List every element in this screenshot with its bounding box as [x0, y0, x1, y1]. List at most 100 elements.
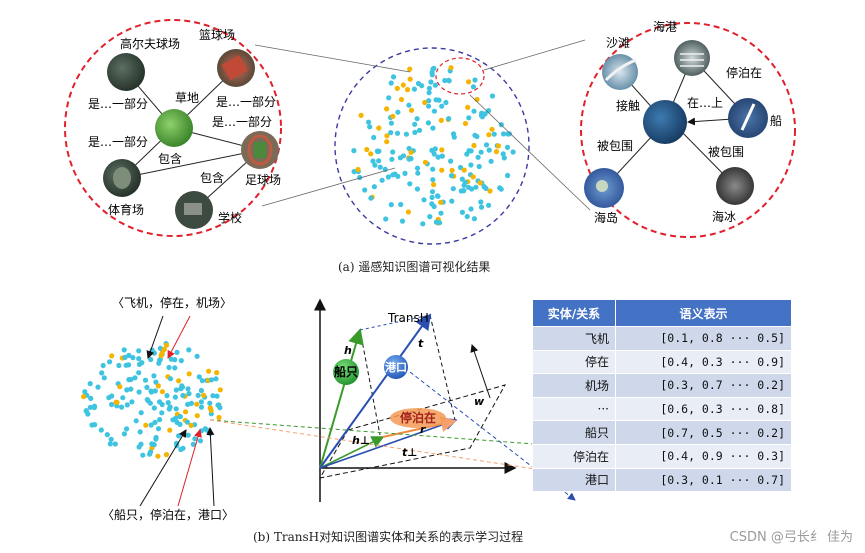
scatter-dot-cyan: [501, 155, 507, 161]
scatter-dot-cyan: [420, 221, 426, 227]
pointer-ship-2: [177, 429, 202, 507]
scatter-dot-cyan: [107, 441, 113, 447]
label-beach: 沙滩: [606, 36, 630, 50]
watermark: CSDN @弓长纟 佳为: [729, 530, 853, 545]
scatter-dot-yellow: [486, 132, 492, 138]
scatter-dot-cyan: [153, 434, 159, 441]
scatter-dot-cyan: [167, 404, 173, 410]
label-grass: 草地: [175, 91, 199, 105]
scatter-dot-cyan: [498, 186, 504, 192]
scatter-dot-yellow: [438, 117, 444, 123]
table-row: 飞机[0.1, 0.8 ··· 0.5]: [532, 326, 792, 351]
connector-left-bottom: [261, 167, 396, 207]
scatter-dot-yellow: [208, 407, 214, 413]
edge-stadium-football: [121, 149, 261, 179]
scatter-dot-cyan: [116, 362, 122, 369]
label-r: r: [420, 423, 426, 436]
scatter-dot-cyan: [137, 429, 143, 435]
sea-node: [643, 100, 687, 144]
scatter-dot-yellow: [394, 85, 400, 91]
scatter-dot-cyan: [159, 401, 165, 408]
scatter-dot-yellow: [109, 353, 115, 359]
scatter-dot-cyan: [367, 124, 373, 130]
scatter-dot-cyan: [208, 377, 215, 383]
left-knowledge-graph: 高尔夫球场 篮球场 草地 是…一部分 是…一部分 是…一部分 是…一部分 包含 …: [64, 19, 282, 237]
scatter-dot-cyan: [207, 400, 213, 406]
right-knowledge-graph: 沙滩 海港 停泊在 接触 在…上 船 被包围 被包围 海岛 海冰: [580, 19, 796, 238]
scatter-dot-cyan: [180, 392, 186, 399]
scatter-dot-yellow: [216, 414, 222, 421]
entity-port-label: 港口: [385, 360, 407, 374]
table-cell-entity: 飞机: [532, 326, 616, 351]
scatter-dot-cyan: [107, 359, 113, 365]
scatter-dot-yellow: [376, 125, 382, 131]
scatter-dot-cyan: [479, 110, 485, 116]
scatter-dot-cyan: [109, 401, 115, 408]
label-part2: 是…一部分: [216, 94, 276, 109]
scatter-dot-cyan: [108, 436, 114, 442]
scatter-dot-cyan: [414, 186, 420, 192]
scatter-dot-cyan: [91, 403, 98, 409]
scatter-dot-cyan: [198, 404, 205, 410]
vector-t: [319, 313, 432, 469]
label-part3: 是…一部分: [88, 134, 148, 149]
scatter-dot-cyan: [377, 164, 383, 170]
scatter-dot-yellow: [188, 422, 194, 428]
scatter-dot-cyan: [478, 149, 484, 155]
scatter-dot-cyan: [462, 179, 468, 185]
scatter-dot-cyan: [390, 74, 397, 80]
embedding-scatter: 〈飞机，停在，机场〉 〈船只，停泊在，港口〉: [81, 295, 234, 522]
scatter-dot-cyan: [186, 347, 192, 353]
table-row: ···[0.6, 0.3 ··· 0.8]: [532, 396, 792, 422]
scatter-dot-cyan: [121, 347, 127, 353]
label-ship: 船: [770, 114, 782, 128]
scatter-dot-cyan: [148, 422, 154, 428]
scatter-dot-cyan: [129, 399, 135, 405]
proj-t: [429, 314, 456, 421]
table-header-entity: 实体/关系: [532, 299, 616, 327]
scatter-dot-cyan: [473, 184, 479, 190]
scatter-dot-yellow: [407, 66, 413, 72]
scatter-dot-cyan: [173, 387, 179, 393]
scatter-dot-cyan: [351, 148, 357, 154]
scatter-dot-yellow: [408, 107, 415, 113]
scatter-dot-cyan: [430, 177, 436, 183]
scatter-dot-cyan: [119, 404, 125, 410]
pointer-ship-3: [206, 427, 215, 507]
scatter-dot-cyan: [174, 419, 180, 425]
scatter-dot-cyan: [148, 388, 154, 394]
scatter-dot-cyan: [483, 142, 490, 148]
harbor-piers: [680, 53, 704, 67]
scatter-dot-cyan: [488, 158, 494, 164]
scatter-dot-yellow: [384, 133, 390, 139]
scatter-dot-cyan: [483, 185, 489, 191]
scatter-dot-cyan: [429, 189, 436, 195]
scatter-dot-cyan: [472, 77, 478, 83]
label-part1: 是…一部分: [88, 96, 148, 111]
table-row: 船只[0.7, 0.5 ··· 0.2]: [532, 420, 792, 445]
label-t-perp: t⊥: [402, 446, 417, 459]
label-contain1: 包含: [158, 151, 182, 166]
scatter-dot-cyan: [504, 144, 511, 150]
center-dots: [351, 65, 516, 227]
scatter-dot-cyan: [427, 214, 433, 220]
scatter-dot-cyan: [450, 186, 456, 192]
scatter-dot-cyan: [178, 358, 184, 364]
scatter-dot-cyan: [416, 127, 423, 133]
label-contain2: 包含: [200, 170, 224, 185]
scatter-dot-yellow: [422, 159, 428, 165]
scatter-dot-yellow: [449, 167, 455, 173]
scatter-dot-cyan: [510, 149, 516, 155]
center-blue-circle: [334, 47, 530, 245]
scatter-dot-cyan: [168, 356, 174, 362]
link-relation-row: [209, 419, 576, 478]
scatter-dot-cyan: [448, 158, 454, 164]
scatter-dot-yellow: [355, 166, 361, 173]
scatter-dot-cyan: [466, 115, 472, 121]
scatter-dot-cyan: [457, 164, 464, 171]
scatter-dot-cyan: [500, 151, 506, 157]
scatter-dot-cyan: [87, 404, 93, 410]
table-row: 停在[0.4, 0.3 ··· 0.9]: [532, 349, 792, 375]
label-on: 在…上: [687, 96, 723, 110]
scatter-dot-yellow: [465, 104, 471, 110]
